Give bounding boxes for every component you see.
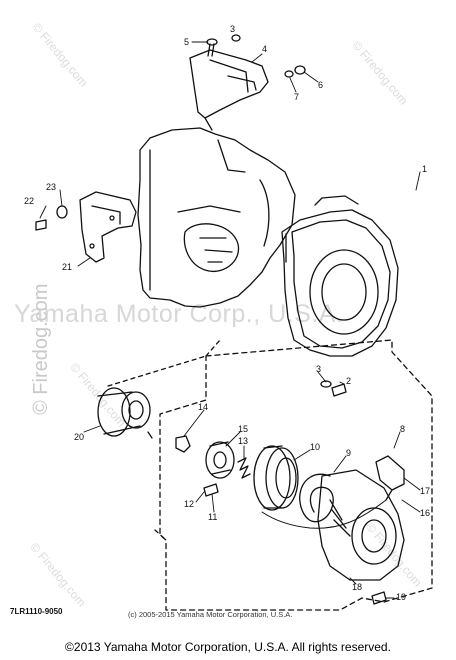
starter-case [317, 469, 405, 581]
footer-copyright: ©2013 Yamaha Motor Corporation, U.S.A. A… [65, 640, 391, 654]
starter-rope [261, 499, 387, 529]
label-4: 4 [262, 44, 267, 54]
leader-lines [39, 41, 421, 599]
label-9: 9 [346, 448, 351, 458]
label-2: 2 [346, 376, 351, 386]
assembly-group-box [159, 339, 433, 611]
engine-crankcase [137, 127, 296, 308]
label-8: 8 [400, 424, 405, 434]
label-15: 15 [238, 424, 248, 434]
part-code: 7LR1110-9050 [10, 607, 63, 616]
callout-labels: 1 2 3 3 4 5 6 7 8 9 10 11 12 13 14 15 16… [24, 24, 430, 602]
spring-13 [237, 457, 251, 479]
label-16: 16 [420, 508, 430, 518]
label-11: 11 [208, 512, 217, 522]
label-20: 20 [74, 432, 84, 442]
upper-shroud [189, 49, 269, 131]
label-19: 19 [396, 592, 406, 602]
label-17: 17 [420, 486, 430, 496]
sheave-drum [253, 445, 299, 511]
mounting-bracket [79, 191, 137, 263]
starter-handle [375, 455, 405, 501]
label-5: 5 [184, 37, 189, 47]
label-10: 10 [310, 442, 320, 452]
diagram-copyright-small: (c) 2005-2015 Yamaha Motor Corporation, … [128, 610, 293, 619]
label-18: 18 [352, 582, 362, 592]
ratchet [205, 441, 235, 479]
label-12: 12 [184, 499, 194, 509]
starter-pulley [97, 387, 153, 439]
label-21: 21 [62, 262, 72, 272]
label-3-upper: 3 [230, 24, 235, 34]
label-22: 22 [24, 196, 34, 206]
fan-housing [281, 195, 399, 357]
spiral-spring [299, 473, 334, 523]
label-23: 23 [46, 182, 56, 192]
label-13: 13 [238, 436, 248, 446]
label-1: 1 [422, 164, 427, 174]
label-6: 6 [318, 80, 323, 90]
label-3: 3 [316, 364, 321, 374]
label-14: 14 [198, 402, 208, 412]
label-7: 7 [294, 92, 299, 102]
